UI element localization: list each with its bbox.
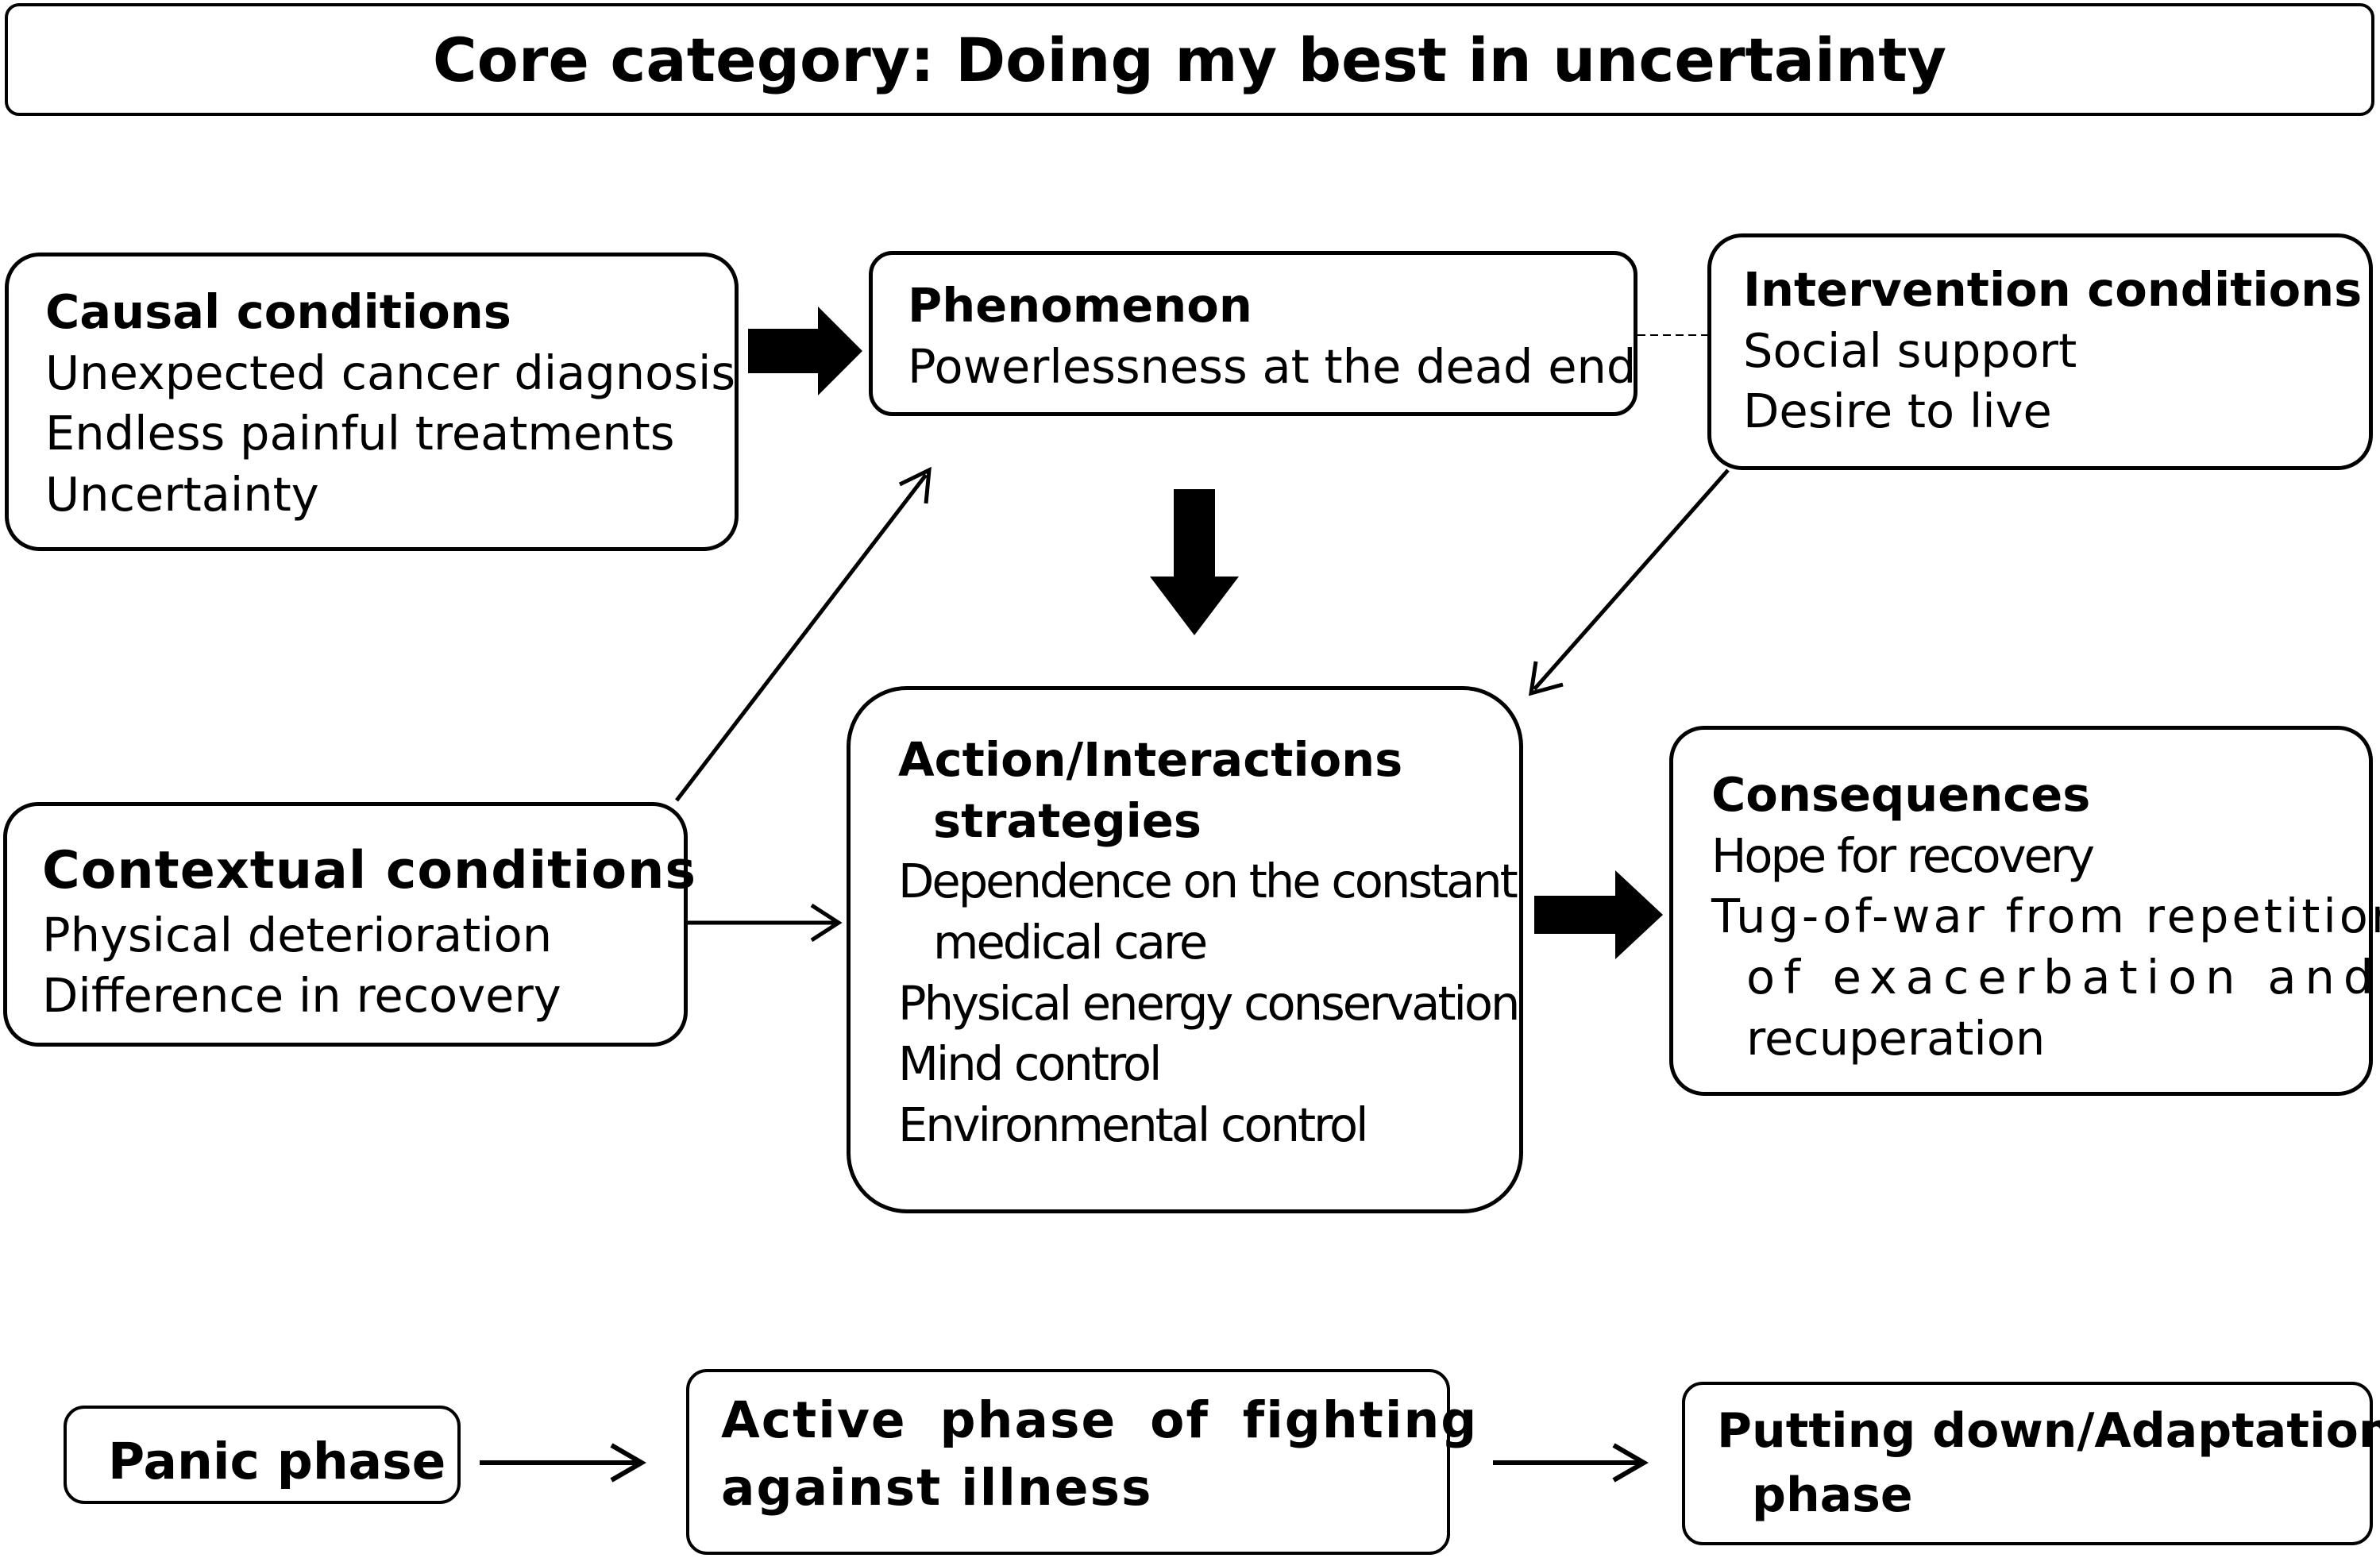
consequences-box: Consequences Hope for recovery Tug-of-wa… bbox=[1669, 726, 2380, 1096]
active-to-adaptation-arrow bbox=[1493, 1443, 1649, 1483]
contextual-conditions-title: Contextual conditions bbox=[42, 841, 697, 900]
causal-to-phenomenon-arrow bbox=[748, 307, 862, 395]
action-strategies-title: Action/Interactions bbox=[898, 732, 1403, 787]
adaptation-phase-label-cont: phase bbox=[1752, 1467, 1913, 1523]
core-category-title: Core category: Doing my best in uncertai… bbox=[5, 3, 2374, 116]
action-strategies-title-cont: strategies bbox=[933, 792, 1202, 848]
action-to-consequences-arrow bbox=[1534, 870, 1663, 959]
panic-phase-box: Panic phase bbox=[64, 1406, 461, 1504]
active-phase-label: Active phase of fighting bbox=[721, 1391, 1479, 1449]
consequences-item: of exacerbation and bbox=[1746, 950, 2380, 1005]
panic-phase-label: Panic phase bbox=[108, 1433, 446, 1491]
contextual-to-phenomenon-arrow bbox=[675, 466, 932, 802]
adaptation-phase-label: Putting down/Adaptation bbox=[1717, 1403, 2380, 1459]
phenomenon-title: Phenomenon bbox=[908, 278, 1252, 333]
contextual-conditions-box: Contextual conditions Physical deteriora… bbox=[3, 802, 697, 1047]
consequences-item: recuperation bbox=[1746, 1010, 2046, 1066]
causal-conditions-title: Causal conditions bbox=[45, 284, 511, 339]
causal-item: Endless painful treatments bbox=[45, 406, 675, 461]
consequences-item: Tug-of-war from repetition bbox=[1711, 889, 2380, 944]
phenomenon-box: Phenomenon Powerlessness at the dead end bbox=[869, 251, 1637, 416]
action-strategies-box: Action/Interactions strategies Dependenc… bbox=[847, 686, 1523, 1213]
contextual-to-action-arrow bbox=[688, 903, 843, 943]
contextual-item: Physical deterioration bbox=[42, 907, 553, 962]
intervention-conditions-title: Intervention conditions bbox=[1743, 262, 2363, 317]
panic-to-active-arrow bbox=[480, 1443, 646, 1483]
action-item: medical care bbox=[933, 915, 1208, 970]
action-item: Dependence on the constant bbox=[898, 854, 1518, 909]
intervention-item: Social support bbox=[1743, 322, 2077, 378]
phenomenon-item: Powerlessness at the dead end bbox=[908, 338, 1637, 394]
consequences-item: Hope for recovery bbox=[1711, 827, 2095, 883]
contextual-item: Difference in recovery bbox=[42, 968, 561, 1024]
active-phase-box: Active phase of fighting against illness bbox=[686, 1369, 1479, 1555]
action-item: Environmental control bbox=[898, 1097, 1369, 1153]
phenomenon-to-action-arrow bbox=[1150, 489, 1239, 635]
causal-item: Uncertainty bbox=[45, 467, 319, 523]
adaptation-phase-box: Putting down/Adaptation phase bbox=[1682, 1382, 2380, 1545]
intervention-item: Desire to live bbox=[1743, 384, 2052, 439]
causal-item: Unexpected cancer diagnosis bbox=[45, 345, 736, 400]
intervention-conditions-box: Intervention conditions Social support D… bbox=[1707, 233, 2373, 470]
action-item: Physical energy conservation bbox=[898, 975, 1520, 1031]
active-phase-label-cont: against illness bbox=[721, 1459, 1153, 1518]
causal-conditions-box: Causal conditions Unexpected cancer diag… bbox=[5, 253, 739, 551]
intervention-to-action-arrow bbox=[1528, 469, 1730, 696]
action-item: Mind control bbox=[898, 1036, 1162, 1092]
consequences-title: Consequences bbox=[1711, 767, 2091, 822]
